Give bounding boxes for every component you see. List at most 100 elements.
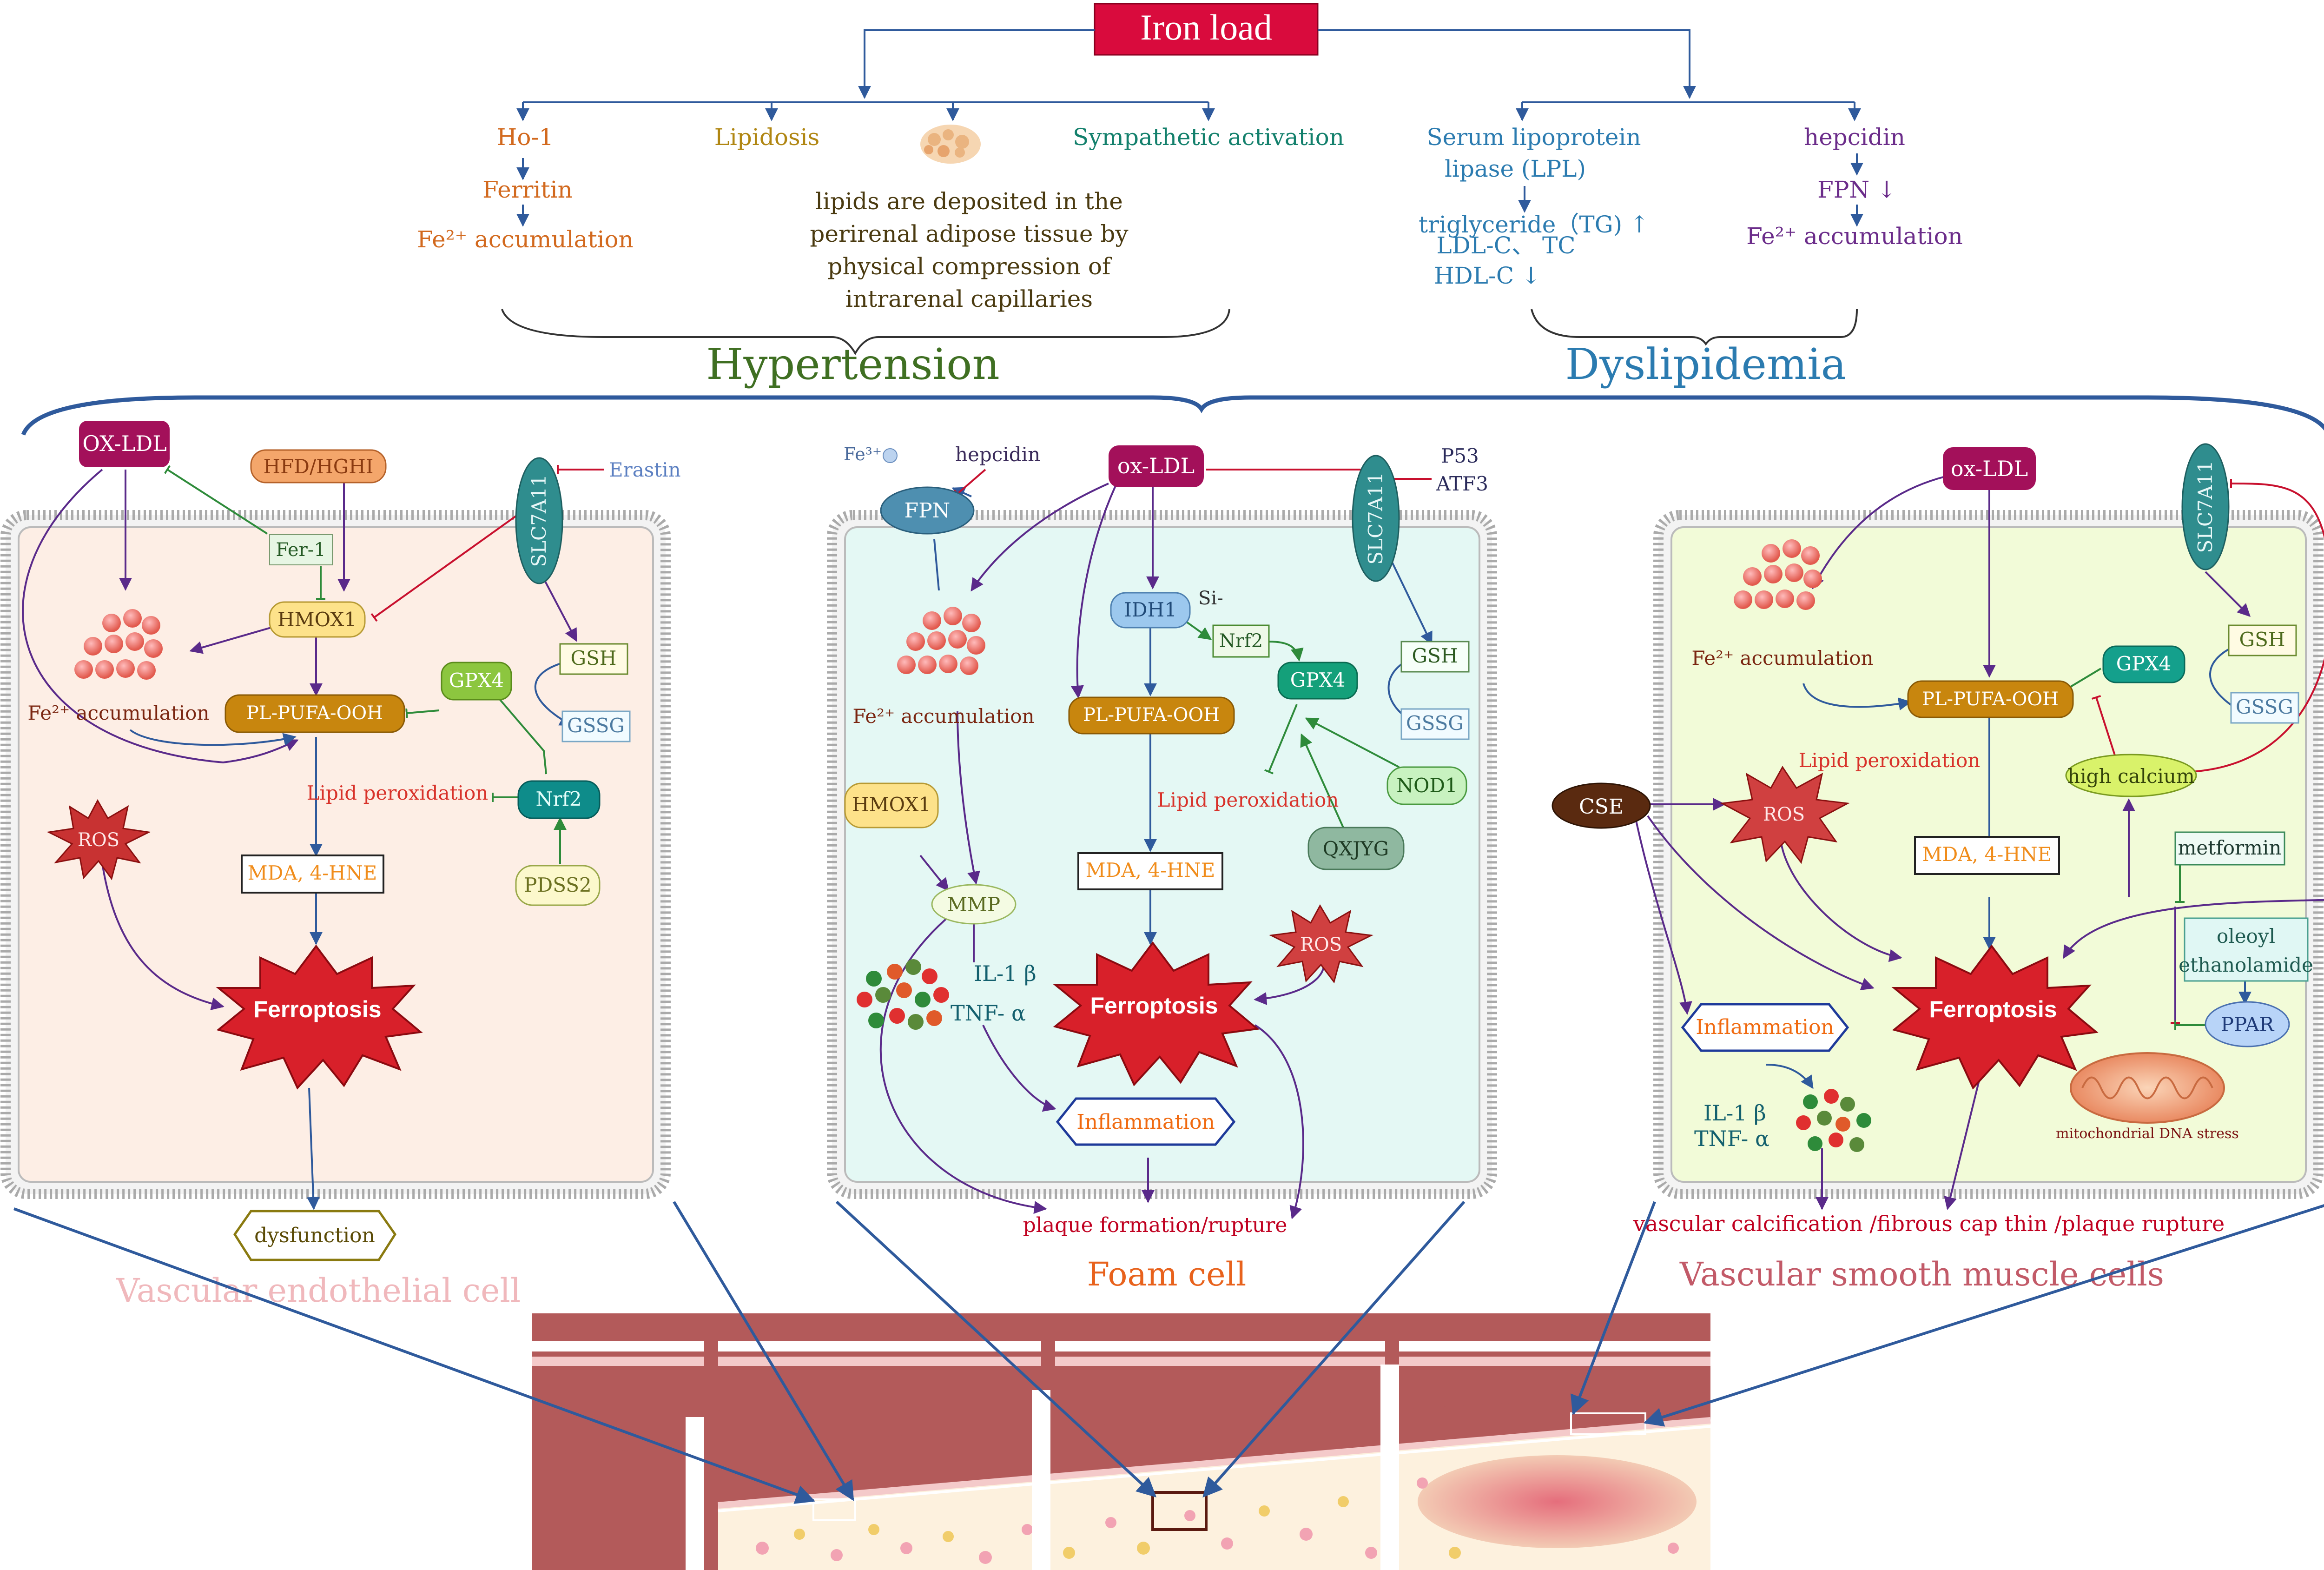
big-bracket (21, 395, 2324, 436)
fe-accumulation-top-left: Fe²⁺ accumulation (417, 226, 634, 253)
cse-label: CSE (1579, 795, 1624, 819)
dysfunction-node (233, 1210, 397, 1261)
fe-accumulation-top-right: Fe²⁺ accumulation (1746, 223, 1963, 250)
foam-fe-accumulation-label: Fe²⁺ accumulation (852, 705, 1034, 728)
fe-ion-cluster (74, 609, 163, 680)
pufa-label: PL-PUFA-OOH (246, 702, 383, 724)
gssg-label: GSSG (567, 714, 625, 737)
foam-oxldl-node (1109, 445, 1204, 487)
mmp-label: MMP (947, 893, 1000, 916)
vsmc-pufa-node (1907, 680, 2074, 718)
endothelial-inset-box (812, 1498, 856, 1521)
foam-inflammation-label: Inflammation (1076, 1110, 1215, 1134)
p53-label: P53 (1441, 444, 1479, 467)
foam-nrf2-label: Nrf2 (1219, 630, 1263, 652)
high-calcium-node (2065, 754, 2197, 797)
oxldl-node (79, 421, 170, 467)
nod1-node (1386, 766, 1467, 805)
idh1-node (1110, 592, 1191, 629)
fpn-node (880, 486, 975, 535)
erastin-label: Erastin (609, 458, 681, 481)
triglyceride-label: triglyceride（TG) ↑ (1419, 211, 1649, 238)
ros-burst (46, 799, 151, 881)
pdss2-node (515, 865, 601, 906)
dyslipidemia-title: Dyslipidemia (1565, 339, 1847, 389)
gpx4-node (441, 662, 512, 701)
vsmc-pufa-label: PL-PUFA-OOH (1922, 689, 2059, 710)
mito-label: mitochondrial DNA stress (2056, 1126, 2239, 1142)
gsh-node (559, 643, 628, 675)
vsmc-gsh-node (2228, 624, 2297, 656)
foam-inset-box (1151, 1491, 1208, 1531)
endothelial-panel: OX-LDL HFD/HGHI SLC7A11 Erastin Fer-1 HM… (0, 421, 681, 1310)
iron-load-label: Iron load (1140, 7, 1272, 47)
vsmc-inflammation-label: Inflammation (1696, 1015, 1834, 1039)
foam-fe-ion-cluster (897, 607, 985, 675)
hepcidin-label: hepcidin (955, 443, 1040, 466)
vsmc-gssg-node (2230, 692, 2299, 724)
ldl-tc-label: LDL-C、 TC (1436, 232, 1575, 259)
oleoyl-label-line-1: oleoyl (2217, 925, 2275, 947)
callout-lines (13, 1200, 2324, 1504)
nrf2-node (517, 780, 601, 819)
foam-tnfa-label: TNF- α (951, 1000, 1026, 1026)
foam-mda-node (1077, 852, 1223, 890)
mmp-node (931, 884, 1017, 925)
fe3-label: Fe³⁺ (844, 444, 882, 464)
plaque-label: plaque formation/rupture (1023, 1213, 1287, 1237)
top-section: Iron load Ho-1 Ferritin Fe²⁺ accumulatio… (21, 3, 2324, 436)
foam-gpx4-node (1277, 662, 1358, 700)
vsmc-tnfa-label: TNF- α (1694, 1126, 1769, 1151)
foam-lipid-peroxidation-label: Lipid peroxidation (1157, 788, 1339, 811)
vsmc-ferroptosis-burst (1891, 944, 2099, 1090)
si-label: Si- (1198, 588, 1223, 609)
foam-ferroptosis-label: Ferroptosis (1090, 993, 1218, 1019)
vessel-illustration (532, 1313, 1711, 1570)
gsh-label: GSH (571, 647, 617, 669)
fer1-label: Fer-1 (276, 539, 325, 561)
vsmc-panel-title: Vascular smooth muscle cells (1679, 1255, 2164, 1293)
vsmc-ros-label: ROS (1763, 804, 1805, 825)
vsmc-gpx4-node (2102, 645, 2185, 683)
oxldl-label: OX-LDL (82, 431, 167, 456)
mda-label: MDA, 4-HNE (248, 861, 377, 884)
vsmc-slc7a11-label: SLC7A11 (2194, 460, 2217, 553)
sympathetic-label: Sympathetic activation (1073, 124, 1344, 151)
hfd-label: HFD/HGHI (264, 455, 374, 478)
vsmc-mda-node (1914, 836, 2060, 875)
intima-cells (756, 1477, 1679, 1564)
ferritin-label: Ferritin (482, 176, 573, 203)
lipids-text-line-1: lipids are deposited in the (815, 188, 1123, 215)
foam-ros-burst (1268, 904, 1374, 984)
vsmc-oxldl-node (1943, 447, 2036, 490)
nod1-label: NOD1 (1396, 774, 1458, 797)
hepcidin-top-label: hepcidin (1804, 124, 1905, 151)
dyslipidemia-bracket (1531, 309, 1858, 346)
gssg-node (561, 710, 631, 742)
mda-node (241, 855, 384, 894)
ferroptosis-burst (216, 944, 423, 1090)
foam-hmox1-node (844, 782, 939, 828)
idh1-label: IDH1 (1124, 598, 1177, 621)
gpx4-label: GPX4 (449, 669, 504, 692)
plaque-core (1418, 1455, 1697, 1548)
foam-pufa-node (1068, 696, 1235, 735)
vsmc-gpx4-label: GPX4 (2116, 652, 2171, 675)
vsmc-ros-burst (1720, 766, 1850, 864)
foam-oxldl-label: ox-LDL (1117, 453, 1195, 478)
endothelial-panel-title: Vascular endothelial cell (116, 1272, 521, 1310)
vsmc-slc7a11-node (2181, 443, 2230, 570)
slc7a11-label: SLC7A11 (528, 474, 550, 567)
lipid-droplet-icon (920, 125, 981, 164)
foam-gpx4-label: GPX4 (1290, 669, 1345, 691)
vsmc-inflammation-node (1681, 1003, 1849, 1052)
foam-panel-title: Foam cell (1087, 1255, 1247, 1293)
foam-gsh-node (1400, 641, 1470, 673)
oleoyl-node (2184, 917, 2309, 982)
vsmc-cytokine-cluster (1796, 1089, 1871, 1152)
foam-slc7a11-label: SLC7A11 (1364, 472, 1387, 564)
lipids-text-line-4: intrarenal capillaries (845, 285, 1093, 312)
cytokine-cluster (857, 959, 949, 1030)
ferroptosis-label: Ferroptosis (253, 996, 381, 1022)
